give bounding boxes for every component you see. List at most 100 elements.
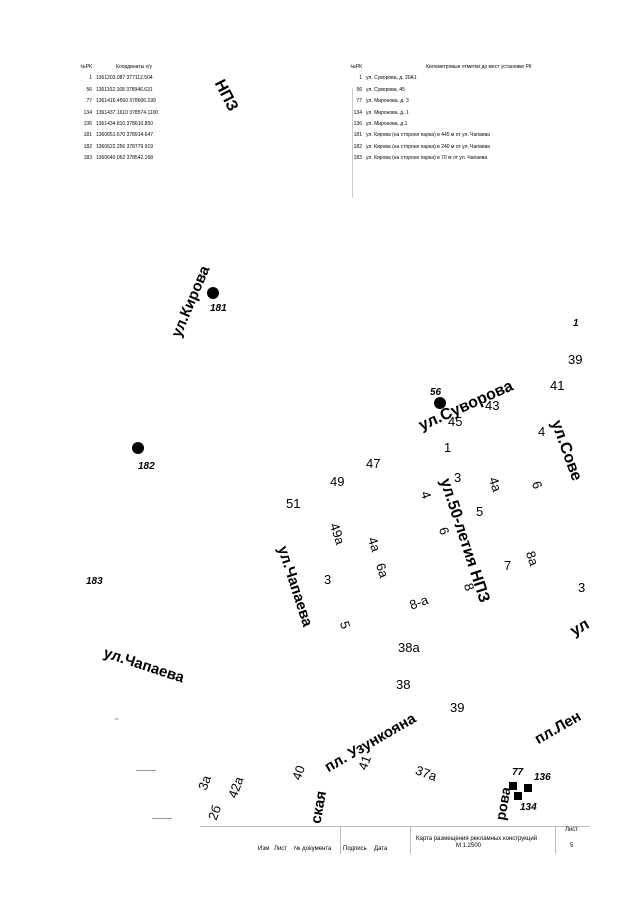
- street-label-npz-top: НПЗ: [210, 76, 242, 115]
- title-block-top-line: [200, 826, 590, 827]
- title-block-sheet-num: 5: [570, 843, 574, 849]
- house-number: 8-а: [407, 592, 431, 613]
- billboard-point-77[interactable]: [509, 782, 517, 790]
- row-id: 136: [353, 120, 362, 127]
- row-id: 181: [353, 132, 362, 139]
- title-block-scale: М 1:2500: [456, 843, 482, 849]
- row-id: 183: [353, 155, 362, 162]
- house-number: 37а: [413, 762, 439, 784]
- billboard-point-181[interactable]: [207, 287, 219, 299]
- street-label-kirova: ул.Кирова: [168, 263, 214, 340]
- point-label-181: 181: [210, 303, 227, 314]
- house-number: 4а: [485, 475, 505, 494]
- row-address: ул. Миронова, д.1: [366, 120, 408, 127]
- street-label-lenina: пл.Лен: [531, 707, 585, 748]
- house-number: 1: [444, 440, 452, 455]
- point-label-182: 182: [138, 461, 155, 472]
- table-row: 136 ул. Миронова, д.1: [346, 121, 546, 132]
- house-number: 38: [396, 677, 411, 692]
- billboard-point-56[interactable]: [434, 397, 446, 409]
- row-coords: 1361434.810 378610.850: [96, 120, 154, 127]
- row-id: 182: [353, 143, 362, 150]
- row-address: ул. Суворова, 45: [366, 86, 405, 93]
- title-block-divider: [555, 826, 556, 854]
- address-table-header: №РК Километровые отметки до мест установ…: [346, 64, 546, 75]
- billboard-point-134[interactable]: [514, 792, 522, 800]
- house-number: 47: [366, 456, 381, 471]
- row-id: 77: [356, 98, 362, 105]
- title-block-title: Карта размещения рекламных конструкций: [416, 836, 538, 842]
- house-number: 41: [354, 753, 374, 773]
- table-row: 181 ул. Кирова (на стороне парка) в 445 м…: [346, 132, 546, 143]
- house-number: 6а: [372, 561, 392, 580]
- table-row: 56 ул. Суворова, 45: [346, 87, 546, 98]
- row-id: 1: [359, 75, 362, 82]
- house-number: 5: [476, 504, 484, 519]
- point-label-56: 56: [430, 387, 442, 398]
- address-table: №РК Километровые отметки до мест установ…: [346, 64, 546, 167]
- title-block-sheet-label: Лист: [565, 827, 579, 833]
- house-number: 2б: [204, 803, 225, 823]
- row-id: 136: [83, 120, 92, 127]
- house-number: 4а: [364, 535, 384, 554]
- title-block-izm: Изм: [258, 846, 270, 852]
- title-block-date: Дата: [374, 846, 388, 852]
- table-row: 181 1360651.670 378914.647: [76, 132, 196, 143]
- street-label-skaya: ская: [307, 789, 331, 825]
- house-number: 6: [435, 525, 453, 537]
- street-label-ul-right: ул: [567, 615, 593, 640]
- table-row: 77 ул. Миронова, д. 3: [346, 98, 546, 109]
- row-id: 183: [83, 155, 92, 162]
- street-label-rova: рова: [492, 785, 514, 822]
- row-id: 134: [83, 109, 92, 116]
- house-number: 43: [485, 398, 500, 413]
- title-block-divider: [340, 826, 341, 854]
- house-number: 3а: [194, 773, 214, 793]
- table-row: 1 1361203.087 377112.504: [76, 75, 196, 86]
- row-address: ул. Миронова, д. 3: [366, 98, 409, 105]
- row-id: 181: [83, 132, 92, 139]
- title-block-divider: [410, 826, 411, 854]
- row-address: ул. Миронова, д. 1: [366, 109, 409, 116]
- map-tick: [152, 818, 172, 819]
- street-label-sovet: ул.Сове: [547, 417, 586, 484]
- house-number: 4: [417, 489, 435, 501]
- point-label-134: 134: [520, 802, 537, 813]
- house-number: 39: [450, 700, 465, 715]
- point-label-77: 77: [512, 767, 524, 778]
- row-coords: 1361203.087 377112.504: [96, 75, 153, 82]
- map-tick: ⁻: [114, 716, 120, 727]
- billboard-point-182[interactable]: [132, 442, 144, 454]
- house-number: 38а: [398, 640, 420, 655]
- row-coords: 1361102.168 378946.631: [96, 86, 153, 93]
- title-block-list: Лист: [274, 846, 288, 852]
- row-coords: 1360651.670 378914.647: [96, 132, 154, 139]
- row-address: ул. Кирова (на стороне парка) в 445 м от…: [366, 132, 490, 139]
- row-id: 1: [89, 75, 92, 82]
- scan-artifact-line: [352, 88, 353, 198]
- header-address: Километровые отметки до мест установки Р…: [426, 64, 532, 70]
- row-coords: 1361437.1610 378574.1100: [96, 109, 159, 116]
- table-row: 134 1361437.1610 378574.1100: [76, 110, 196, 121]
- house-number: 39: [568, 352, 583, 367]
- house-number: 3: [324, 572, 332, 587]
- house-number: 41: [550, 378, 565, 393]
- house-number: 45: [448, 414, 463, 429]
- house-number: 49: [330, 474, 345, 489]
- row-id: 56: [356, 86, 362, 93]
- map-tick: [136, 770, 156, 771]
- row-coords: 1361416.4560 378606.199: [96, 98, 156, 105]
- header-num: №РК: [350, 64, 362, 70]
- row-coords: 1360622.256 378779.919: [96, 143, 154, 150]
- house-number: 3: [454, 470, 462, 485]
- billboard-point-136[interactable]: [524, 784, 532, 792]
- house-number: 40: [288, 763, 308, 783]
